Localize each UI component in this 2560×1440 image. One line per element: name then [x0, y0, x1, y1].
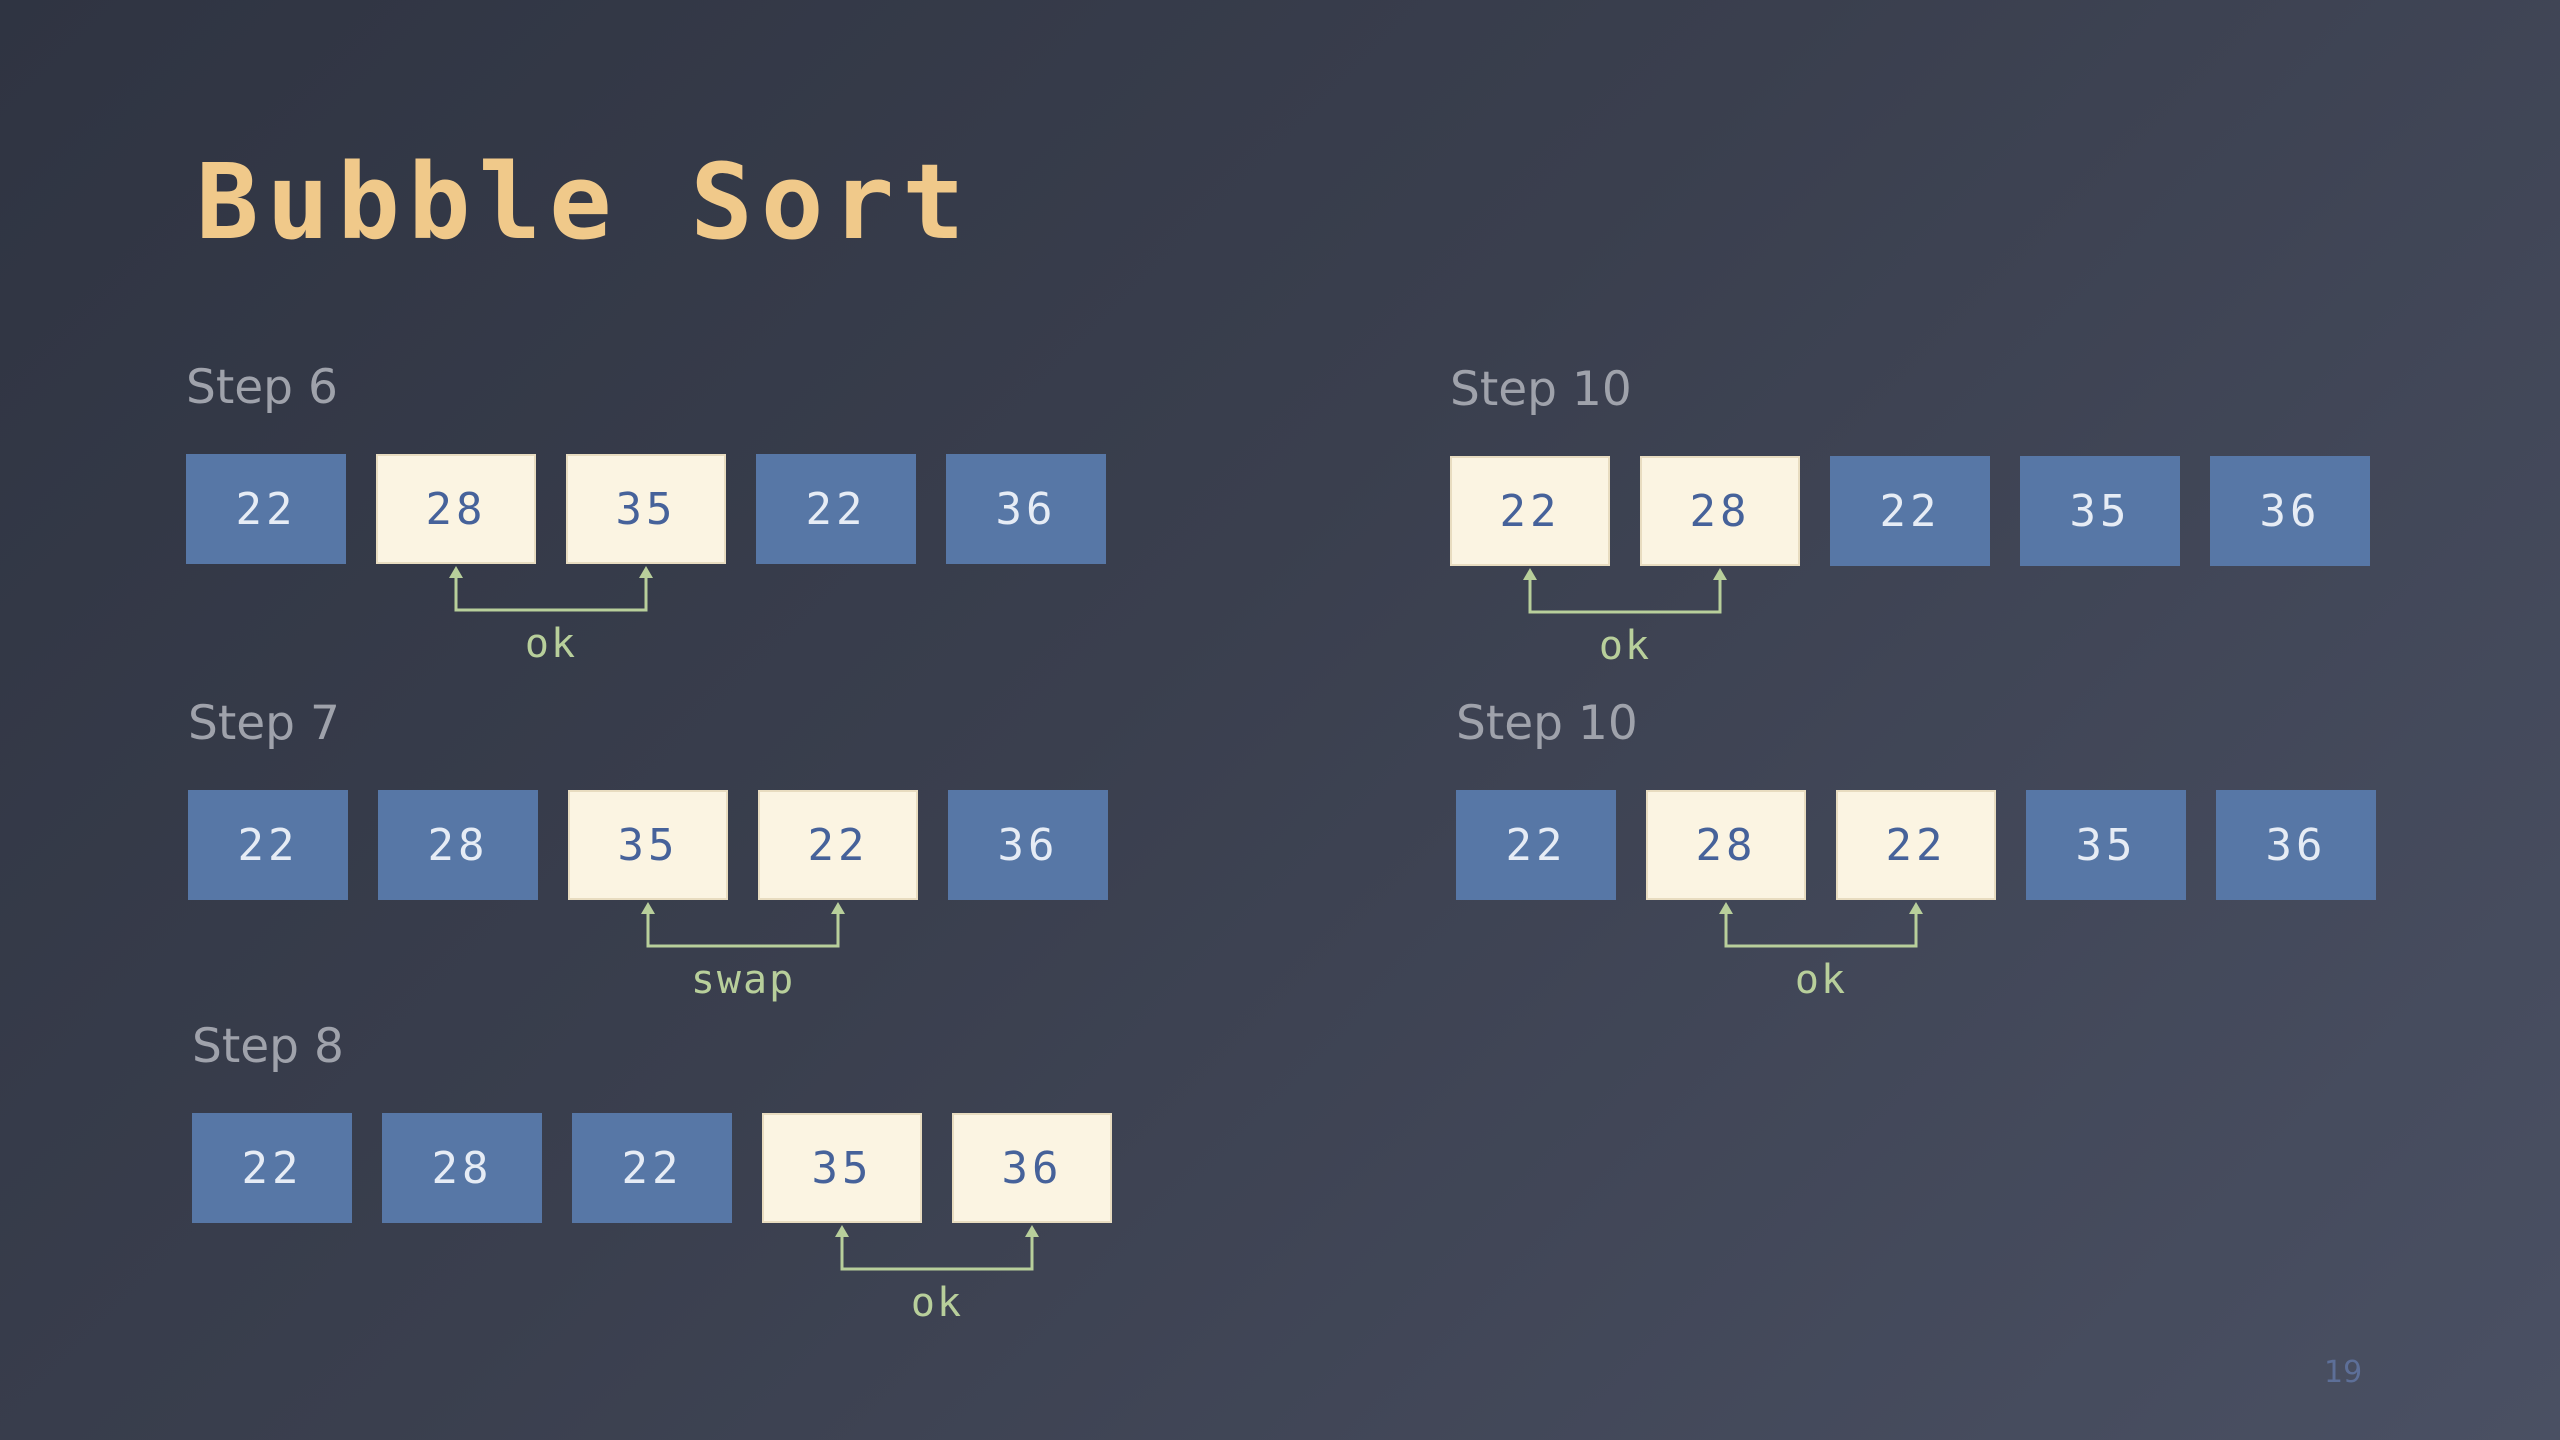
array-cell: 22	[188, 790, 348, 900]
array-cell-compared: 35	[566, 454, 726, 564]
bracket-line	[840, 1231, 1034, 1271]
arrow-up-icon-left	[835, 1225, 849, 1237]
comparison-result: ok	[524, 621, 578, 667]
array-cell: 22	[572, 1113, 732, 1223]
array-row: 22 28 22 35 36	[1456, 790, 2396, 910]
arrow-up-icon-left	[1719, 902, 1733, 914]
bracket-line	[1528, 574, 1722, 614]
array-cell: 36	[2216, 790, 2376, 900]
comparison-result: ok	[1598, 623, 1652, 669]
comparison-bracket	[1523, 568, 1727, 614]
page-number: 19	[2324, 1355, 2363, 1390]
array-cell: 36	[946, 454, 1106, 564]
array-cell: 22	[186, 454, 346, 564]
arrow-up-icon-right	[1713, 568, 1727, 580]
array-cell: 22	[1830, 456, 1990, 566]
array-row: 22 28 22 35 36	[192, 1113, 1132, 1233]
array-cell: 28	[378, 790, 538, 900]
comparison-bracket	[641, 902, 845, 948]
comparison-result: swap	[690, 957, 796, 1003]
arrow-up-icon-right	[1025, 1225, 1039, 1237]
array-cell: 28	[382, 1113, 542, 1223]
slide-title: Bubble Sort	[196, 141, 973, 263]
array-row: 22 28 35 22 36	[188, 790, 1128, 910]
array-row: 22 28 35 22 36	[186, 454, 1126, 574]
step-label: Step 8	[192, 1019, 344, 1074]
array-cell-compared: 36	[952, 1113, 1112, 1223]
comparison-result: ok	[910, 1280, 964, 1326]
array-cell-compared: 22	[1450, 456, 1610, 566]
comparison-bracket	[449, 566, 653, 612]
array-cell: 35	[2020, 456, 2180, 566]
array-cell-compared: 22	[1836, 790, 1996, 900]
comparison-result: ok	[1794, 957, 1848, 1003]
array-cell: 22	[192, 1113, 352, 1223]
arrow-up-icon-left	[1523, 568, 1537, 580]
bracket-line	[454, 572, 648, 612]
step-label: Step 10	[1450, 362, 1632, 417]
array-cell-compared: 28	[376, 454, 536, 564]
arrow-up-icon-right	[1909, 902, 1923, 914]
comparison-bracket	[1719, 902, 1923, 948]
array-cell: 35	[2026, 790, 2186, 900]
comparison-bracket	[835, 1225, 1039, 1271]
arrow-up-icon-left	[641, 902, 655, 914]
arrow-up-icon-right	[639, 566, 653, 578]
array-cell: 36	[2210, 456, 2370, 566]
step-label: Step 10	[1456, 696, 1638, 751]
step-label: Step 7	[188, 696, 340, 751]
array-row: 22 28 22 35 36	[1450, 456, 2390, 576]
array-cell: 36	[948, 790, 1108, 900]
bracket-line	[646, 908, 840, 948]
array-cell-compared: 28	[1640, 456, 1800, 566]
bracket-line	[1724, 908, 1918, 948]
arrow-up-icon-right	[831, 902, 845, 914]
array-cell-compared: 28	[1646, 790, 1806, 900]
array-cell: 22	[756, 454, 916, 564]
step-label: Step 6	[186, 360, 338, 415]
array-cell-compared: 35	[762, 1113, 922, 1223]
array-cell-compared: 35	[568, 790, 728, 900]
arrow-up-icon-left	[449, 566, 463, 578]
array-cell-compared: 22	[758, 790, 918, 900]
array-cell: 22	[1456, 790, 1616, 900]
